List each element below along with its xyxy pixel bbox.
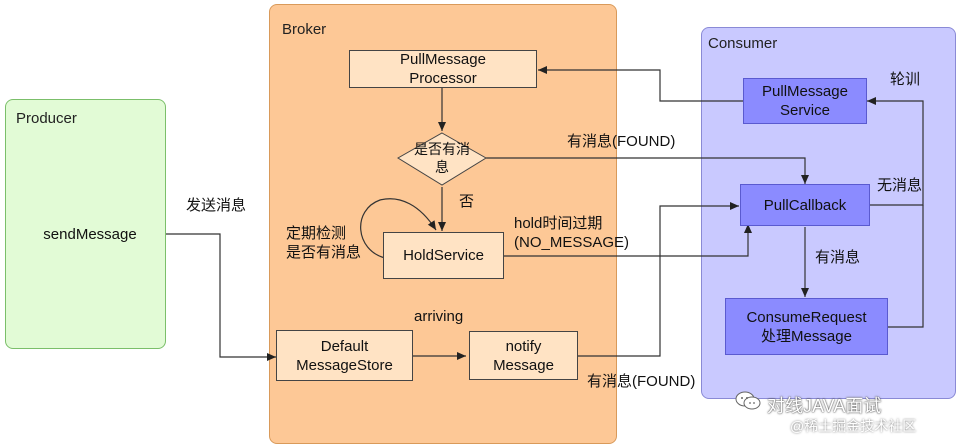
edge-decision-callback [486,157,809,184]
arriving-label: arriving [414,308,464,325]
edge-callback-service-nomsg [867,97,924,206]
has-message-label: 有消息 [815,249,861,266]
consumer-title: Consumer [708,35,778,52]
edge-hold-callback [504,224,752,257]
polling-label: 轮训 [890,71,921,88]
has-message-decision-label: 是否有消 息 [414,141,470,175]
edge-send [166,233,276,361]
consume-request-node: ConsumeRequest 处理Message [725,298,888,355]
found-bottom-label: 有消息(FOUND) [587,373,696,390]
hold-expired-label: hold时间过期 (NO_MESSAGE) [514,215,630,251]
default-message-store-node: Default MessageStore [276,330,413,381]
found-top-label: 有消息(FOUND) [567,133,676,150]
broker-title: Broker [282,21,327,38]
notify-message-node: notify Message [469,331,578,380]
edge-hold-loop [360,198,437,259]
producer-panel: Producer [5,99,166,349]
decision-diamond [397,132,487,186]
pull-message-processor-node: PullMessage Processor [349,50,537,88]
watermark-title: 对线JAVA面试 [767,396,882,416]
send-message-node: sendMessage [43,225,137,243]
send-label: 发送消息 [186,197,247,214]
no-message-label: 无消息 [877,177,923,194]
no-label: 否 [459,193,475,210]
edge-notify-callback [578,202,739,357]
edge-service-processor [538,66,743,102]
producer-title: Producer [16,110,77,127]
pull-callback-node: PullCallback [740,184,870,226]
watermark-source: @稀土掘金技术社区 [790,418,917,434]
periodic-check-label: 定期检测 是否有消息 [286,225,362,261]
hold-service-node: HoldService [383,232,504,279]
edge-consume-service-poll [888,205,924,328]
wechat-icon [735,390,761,412]
pull-message-service-node: PullMessage Service [743,78,867,124]
